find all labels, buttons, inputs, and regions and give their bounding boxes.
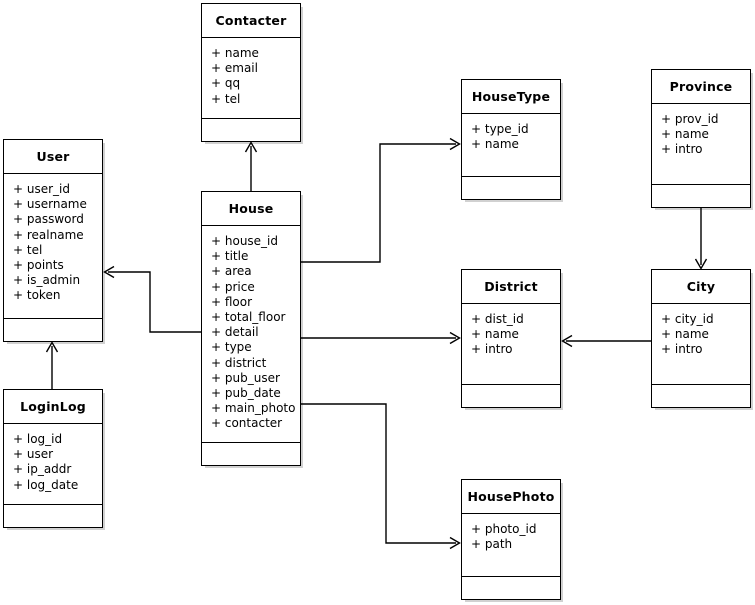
class-operations-contacter xyxy=(202,119,300,141)
class-attribute: + intro xyxy=(661,142,703,157)
class-attribute: + log_id xyxy=(13,432,63,446)
class-attribute: + tel xyxy=(13,242,43,257)
class-operations-house xyxy=(202,443,300,465)
class-name-contacter: Contacter xyxy=(202,4,300,38)
class-attribute: + total_floor xyxy=(211,310,286,325)
class-attributes-district: + dist_id+ name+ intro xyxy=(462,304,560,385)
class-box-province[interactable]: Province + prov_id+ name+ intro xyxy=(651,69,751,208)
class-attribute: + city_id xyxy=(661,312,714,326)
class-operations-housetype xyxy=(462,177,560,199)
class-operations-province xyxy=(652,185,750,207)
class-attributes-housephoto: + photo_id+ path xyxy=(462,514,560,577)
class-attributes-user: + user_id+ username+ password+ realname+… xyxy=(4,174,102,319)
class-box-housetype[interactable]: HouseType + type_id+ name xyxy=(461,79,561,200)
class-operations-loginlog xyxy=(4,505,102,527)
class-attribute: + email xyxy=(211,61,258,76)
class-attribute: + points xyxy=(13,258,64,273)
edge-house-contacter[interactable] xyxy=(244,141,258,192)
class-name-user: User xyxy=(4,140,102,174)
class-attribute: + path xyxy=(471,537,513,552)
edge-house-district[interactable] xyxy=(301,331,461,345)
class-attribute: + main_photo xyxy=(211,401,296,416)
class-operations-city xyxy=(652,385,750,407)
class-attribute: + name xyxy=(471,327,519,342)
class-operations-district xyxy=(462,385,560,407)
class-box-house[interactable]: House + house_id+ title+ area+ price+ fl… xyxy=(201,191,301,466)
class-name-district: District xyxy=(462,270,560,304)
class-box-district[interactable]: District + dist_id+ name+ intro xyxy=(461,269,561,408)
class-attributes-province: + prov_id+ name+ intro xyxy=(652,104,750,185)
edge-house-housephoto[interactable] xyxy=(301,403,461,550)
class-attribute: + user_id xyxy=(13,182,70,196)
class-attributes-house: + house_id+ title+ area+ price+ floor+ t… xyxy=(202,226,300,443)
class-attribute: + intro xyxy=(471,342,513,357)
class-attribute: + realname xyxy=(13,227,84,242)
class-attribute: + pub_date xyxy=(211,386,281,401)
edge-loginlog-user[interactable] xyxy=(45,341,59,390)
class-attribute: + price xyxy=(211,279,255,294)
class-attribute: + name xyxy=(211,46,259,60)
class-attribute: + area xyxy=(211,264,252,279)
class-box-user[interactable]: User + user_id+ username+ password+ real… xyxy=(3,139,103,342)
class-name-house: House xyxy=(202,192,300,226)
class-name-housephoto: HousePhoto xyxy=(462,480,560,514)
class-attribute: + qq xyxy=(211,76,241,91)
class-attribute: + intro xyxy=(661,342,703,357)
class-box-loginlog[interactable]: LoginLog + log_id+ user+ ip_addr+ log_da… xyxy=(3,389,103,528)
class-attribute: + password xyxy=(13,212,84,227)
class-attribute: + district xyxy=(211,355,267,370)
class-attribute: + username xyxy=(13,197,87,212)
class-attribute: + detail xyxy=(211,325,259,340)
class-attribute: + token xyxy=(13,288,61,303)
class-attribute: + pub_user xyxy=(211,370,280,385)
class-operations-housephoto xyxy=(462,577,560,599)
class-attribute: + name xyxy=(471,137,519,152)
class-attribute: + tel xyxy=(211,91,241,106)
class-attribute: + is_admin xyxy=(13,273,81,288)
edge-city-province[interactable] xyxy=(694,208,708,270)
class-attribute: + name xyxy=(661,127,709,142)
class-attribute: + name xyxy=(661,327,709,342)
class-name-province: Province xyxy=(652,70,750,104)
class-attribute: + type_id xyxy=(471,122,529,136)
class-attributes-city: + city_id+ name+ intro xyxy=(652,304,750,385)
class-attribute: + title xyxy=(211,249,249,264)
class-attribute: + user xyxy=(13,447,54,462)
class-attribute: + log_date xyxy=(13,477,79,492)
class-box-city[interactable]: City + city_id+ name+ intro xyxy=(651,269,751,408)
class-attributes-contacter: + name+ email+ qq+ tel xyxy=(202,38,300,119)
edge-city-district[interactable] xyxy=(561,334,652,348)
class-attributes-housetype: + type_id+ name xyxy=(462,114,560,177)
class-attribute: + ip_addr xyxy=(13,462,72,477)
edge-house-user[interactable] xyxy=(103,265,202,333)
class-box-housephoto[interactable]: HousePhoto + photo_id+ path xyxy=(461,479,561,600)
class-operations-user xyxy=(4,319,102,341)
class-name-loginlog: LoginLog xyxy=(4,390,102,424)
class-name-city: City xyxy=(652,270,750,304)
class-name-housetype: HouseType xyxy=(462,80,560,114)
class-attributes-loginlog: + log_id+ user+ ip_addr+ log_date xyxy=(4,424,102,505)
class-attribute: + contacter xyxy=(211,416,283,431)
class-attribute: + prov_id xyxy=(661,112,719,126)
class-attribute: + house_id xyxy=(211,234,279,248)
edge-house-housetype[interactable] xyxy=(301,137,461,263)
class-attribute: + type xyxy=(211,340,252,355)
class-box-contacter[interactable]: Contacter + name+ email+ qq+ tel xyxy=(201,3,301,142)
class-attribute: + photo_id xyxy=(471,522,537,536)
class-attribute: + floor xyxy=(211,294,253,309)
class-attribute: + dist_id xyxy=(471,312,524,326)
